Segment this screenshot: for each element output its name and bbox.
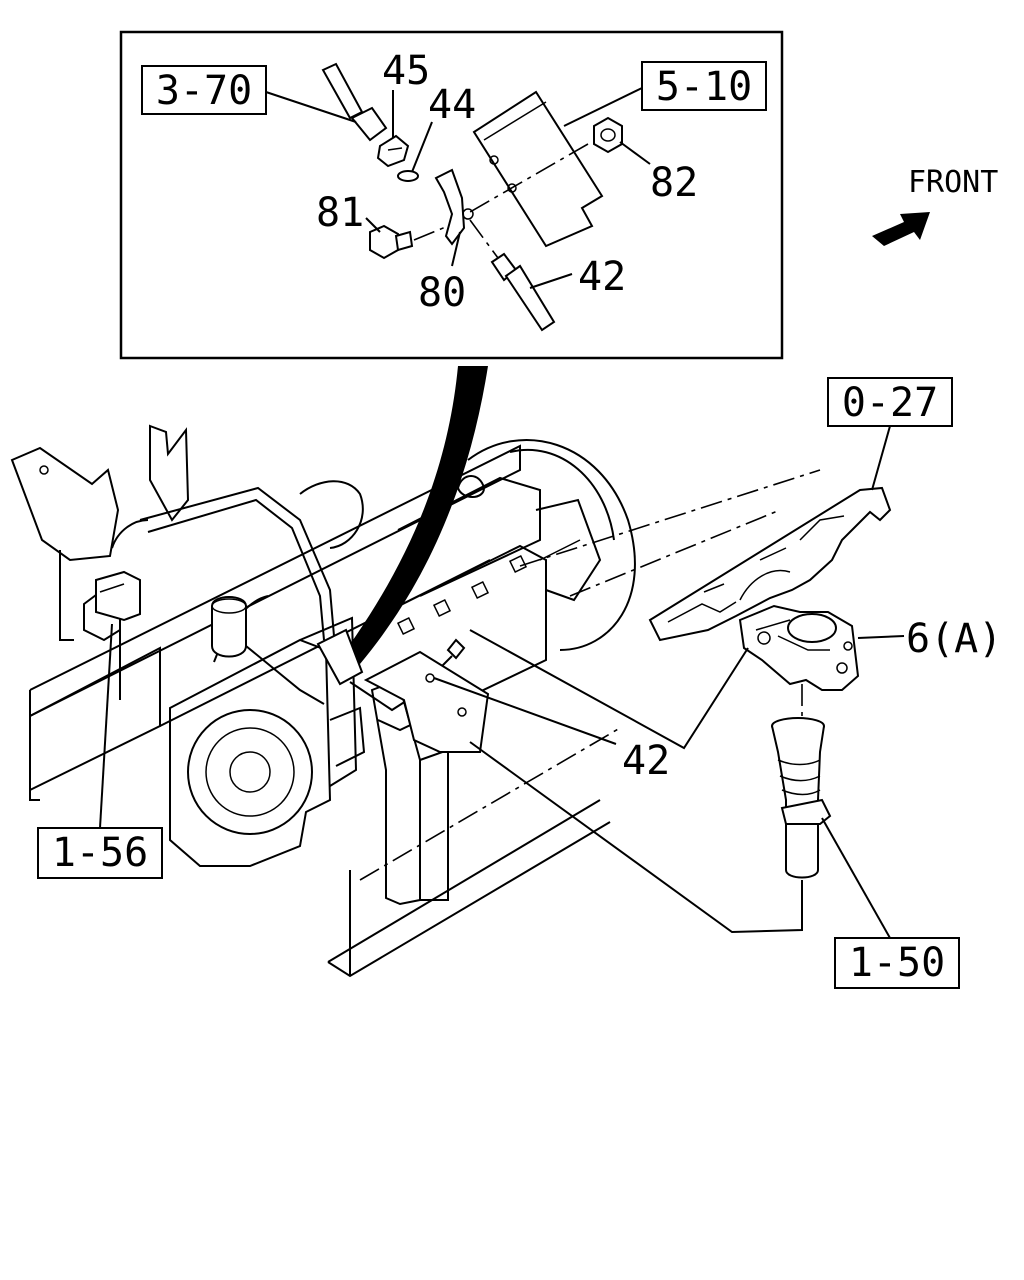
sensor-part-42-detail — [490, 252, 556, 332]
part-label-81: 81 — [316, 190, 364, 236]
part-label-44: 44 — [428, 82, 476, 128]
nut-part-45 — [376, 134, 410, 168]
ref-box-0-27 — [827, 377, 953, 427]
ref-label-3-70: 3-70 — [156, 68, 252, 114]
part-label-42-detail: 42 — [578, 254, 626, 300]
nut-part-82 — [593, 116, 623, 154]
front-indicator: FRONT — [872, 165, 998, 246]
washer-part-44 — [397, 170, 419, 182]
part-label-80: 80 — [418, 270, 466, 316]
detail-pointer — [346, 366, 488, 664]
front-arrow-icon — [872, 212, 930, 246]
detail-inset: 3-70 5-10 45 44 82 81 80 42 — [119, 30, 784, 360]
sensor-part-42-main — [316, 628, 490, 753]
bolt-part-81 — [369, 224, 414, 260]
hose-part — [321, 62, 388, 142]
front-label: FRONT — [908, 165, 998, 200]
ref-box-3-70 — [141, 65, 267, 115]
ref-label-1-50: 1-50 — [849, 940, 945, 986]
ref-label-0-27: 0-27 — [842, 380, 938, 426]
part-label-82: 82 — [650, 160, 698, 206]
solenoid-part-1-56 — [83, 570, 141, 642]
part-label-45: 45 — [382, 48, 430, 94]
ref-label-1-56: 1-56 — [52, 830, 148, 876]
ref-label-5-10: 5-10 — [656, 64, 752, 110]
ref-box-5-10 — [641, 61, 767, 111]
engine-block — [83, 439, 636, 867]
valve-part-6a — [738, 604, 860, 691]
ref-box-1-50 — [834, 937, 960, 989]
ref-box-1-56 — [37, 827, 163, 879]
vehicle-chassis — [10, 424, 621, 978]
bracket-part-80 — [434, 168, 474, 246]
frame-part-5-10 — [472, 90, 604, 248]
part-label-42-main: 42 — [622, 738, 670, 784]
manifold-part-0-27 — [648, 486, 892, 642]
pipe-part-1-50 — [771, 717, 832, 879]
part-label-6a: 6(A) — [906, 616, 1002, 662]
